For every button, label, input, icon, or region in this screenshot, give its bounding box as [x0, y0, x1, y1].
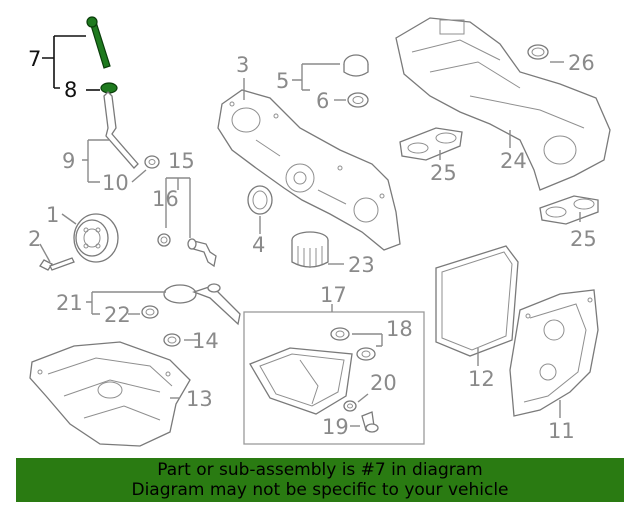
oil-strainer-pickup[interactable]	[163, 283, 241, 326]
callout-22: 22	[104, 303, 131, 327]
oil-filter[interactable]	[291, 231, 329, 268]
pulley-bolt[interactable]	[39, 257, 75, 271]
oil-seal-16[interactable]	[157, 233, 171, 247]
intake-gasket-left[interactable]	[399, 127, 463, 161]
callout-15: 15	[168, 149, 195, 173]
callout-7: 7	[28, 47, 41, 71]
cover-gasket-12[interactable]	[435, 245, 519, 357]
callout-20: 20	[370, 371, 397, 395]
drain-washer-20[interactable]	[343, 400, 357, 412]
pickup-o-ring[interactable]	[141, 305, 159, 319]
callout-21: 21	[56, 291, 83, 315]
callout-9: 9	[62, 149, 75, 173]
callout-17: 17	[320, 283, 347, 307]
banner-line-2: Diagram may not be specific to your vehi…	[131, 480, 509, 500]
drain-plug-washer-18[interactable]	[330, 327, 376, 361]
callout-26: 26	[568, 51, 595, 75]
callout-3: 3	[236, 53, 249, 77]
banner-line-1: Part or sub-assembly is #7 in diagram	[157, 460, 483, 480]
o-ring-14[interactable]	[163, 333, 181, 347]
timing-chain-cover[interactable]	[217, 89, 401, 251]
crank-pulley[interactable]	[73, 213, 119, 263]
callout-1: 1	[46, 203, 59, 227]
parts-diagram: 7 8 9 10 1 2 15 16	[28, 16, 611, 447]
fitment-banner: Part or sub-assembly is #7 in diagram Di…	[16, 458, 624, 502]
callout-13: 13	[186, 387, 213, 411]
callout-5: 5	[276, 69, 289, 93]
callout-11: 11	[548, 419, 575, 443]
front-crank-seal[interactable]	[247, 185, 273, 215]
intake-gasket-right[interactable]	[539, 195, 599, 225]
cap-seal[interactable]	[347, 92, 369, 108]
callout-2: 2	[28, 227, 41, 251]
callout-23: 23	[348, 253, 375, 277]
dipstick-guide-tube[interactable]	[103, 91, 160, 169]
oil-pan-lower[interactable]	[249, 347, 353, 415]
callout-10: 10	[102, 171, 129, 195]
intake-manifold[interactable]	[395, 17, 611, 191]
callout-19: 19	[322, 415, 349, 439]
pcv-fitting[interactable]	[187, 238, 217, 268]
callout-24: 24	[500, 149, 527, 173]
callout-12: 12	[468, 367, 495, 391]
callout-4: 4	[252, 233, 265, 257]
chain-cover-11[interactable]	[509, 289, 599, 417]
throttle-gasket[interactable]	[527, 44, 549, 60]
drain-plug-19[interactable]	[361, 411, 379, 433]
callout-14: 14	[192, 329, 219, 353]
callout-16: 16	[152, 187, 179, 211]
callout-8: 8	[64, 78, 77, 102]
oil-filler-cap[interactable]	[343, 54, 369, 77]
oil-pan-upper[interactable]	[29, 341, 191, 447]
callout-17-box	[243, 311, 425, 445]
callout-25a: 25	[430, 161, 457, 185]
callout-18: 18	[386, 317, 413, 341]
callout-7-bracket	[42, 35, 86, 89]
callout-25b: 25	[570, 227, 597, 251]
dipstick-assembly[interactable]	[86, 16, 118, 94]
callout-6: 6	[316, 89, 329, 113]
